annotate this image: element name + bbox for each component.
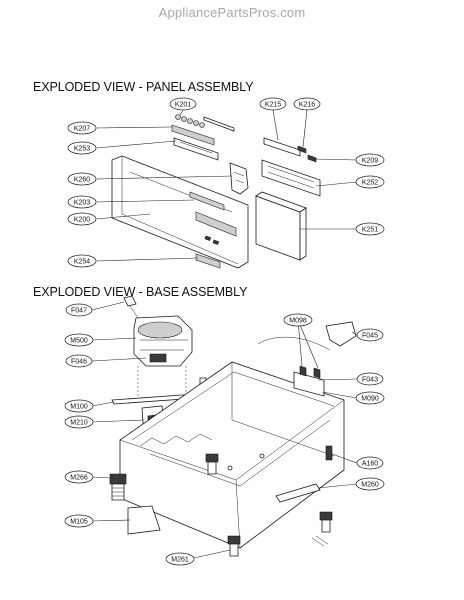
part-m266-foot (109, 473, 127, 501)
callout-m100-label: M100 (70, 404, 88, 411)
callout-m500-label: M500 (70, 338, 88, 345)
part-k216 (297, 145, 307, 154)
callout-f043: F043 (356, 372, 384, 386)
callout-k216: K216 (293, 97, 321, 111)
part-k207-bar (171, 124, 215, 146)
callout-k215: K215 (259, 97, 287, 111)
base-leader-lines (91, 301, 358, 559)
panel-leader-lines (95, 109, 358, 262)
part-k203-display (189, 191, 225, 211)
panel-assembly-parts (111, 114, 321, 269)
callout-k260-label: K260 (74, 177, 90, 184)
part-base-tub (119, 361, 345, 549)
callout-k209: K209 (355, 153, 385, 167)
callout-m105-label: M105 (70, 519, 88, 526)
base-assembly-parts (109, 295, 357, 557)
callout-m090-label: M090 (361, 396, 379, 403)
callout-f047: F047 (65, 303, 93, 317)
callout-k203: K203 (67, 195, 97, 209)
callout-k251-label: K251 (362, 227, 378, 234)
callout-m098: M098 (283, 313, 313, 327)
callout-f046: F046 (65, 354, 93, 368)
callout-m261-label: M261 (171, 557, 189, 564)
callout-k207-label: K207 (74, 126, 90, 133)
part-f045 (325, 321, 357, 347)
callout-m260-label: M260 (361, 482, 379, 489)
callout-k216-label: K216 (299, 102, 315, 109)
callout-k200-label: K200 (74, 217, 90, 224)
part-strip (203, 116, 235, 132)
part-m105-plate (127, 505, 161, 535)
part-k252 (261, 159, 321, 197)
callout-m098-label: M098 (289, 318, 307, 325)
callout-m210-label: M210 (70, 420, 88, 427)
part-k201-buttons (175, 114, 205, 128)
callout-k253: K253 (67, 141, 97, 155)
part-f047 (123, 295, 137, 307)
callout-a160: A160 (356, 456, 384, 470)
part-m261-foot (227, 535, 241, 545)
callout-f045: F045 (356, 328, 384, 342)
callout-k203-label: K203 (74, 200, 90, 207)
part-m098 (299, 365, 307, 377)
panel-assembly-title: EXPLODED VIEW - PANEL ASSEMBLY (33, 80, 254, 94)
callout-m090: M090 (355, 391, 385, 405)
part-m500-motor (133, 315, 193, 367)
part-k215 (263, 137, 301, 157)
callout-m266: M266 (64, 470, 94, 484)
callout-k201: K201 (169, 97, 197, 111)
callout-m100: M100 (64, 399, 94, 413)
callout-k253-label: K253 (74, 146, 90, 153)
callout-k254-label: K254 (74, 259, 90, 266)
callout-k251: K251 (355, 222, 385, 236)
callout-k200: K200 (67, 212, 97, 226)
callout-m261: M261 (165, 552, 195, 566)
callout-a160-label: A160 (362, 461, 378, 468)
callout-k215-label: K215 (265, 102, 281, 109)
callout-m260: M260 (355, 477, 385, 491)
callout-m500: M500 (64, 333, 94, 347)
callout-k207: K207 (67, 121, 97, 135)
callout-k252: K252 (355, 175, 385, 189)
callout-m105: M105 (64, 514, 94, 528)
callout-m210: M210 (64, 415, 94, 429)
callout-k254: K254 (67, 254, 97, 268)
callout-f046-label: F046 (71, 359, 87, 366)
callout-f045-label: F045 (362, 333, 378, 340)
part-k260 (229, 162, 249, 195)
part-m090 (293, 371, 325, 397)
callout-k201-label: K201 (175, 102, 191, 109)
callout-k252-label: K252 (362, 180, 378, 187)
callout-k209-label: K209 (362, 158, 378, 165)
part-f043-hose (257, 336, 331, 351)
part-k216b (307, 154, 317, 163)
part-m260 (275, 483, 321, 503)
callout-f047-label: F047 (71, 308, 87, 315)
base-assembly-title: EXPLODED VIEW - BASE ASSEMBLY (33, 285, 248, 299)
callout-m266-label: M266 (70, 475, 88, 482)
watermark-text: AppliancePartsPros.com (158, 5, 306, 20)
callout-f043-label: F043 (362, 377, 378, 384)
part-a160 (325, 445, 333, 461)
callout-k260: K260 (67, 172, 97, 186)
